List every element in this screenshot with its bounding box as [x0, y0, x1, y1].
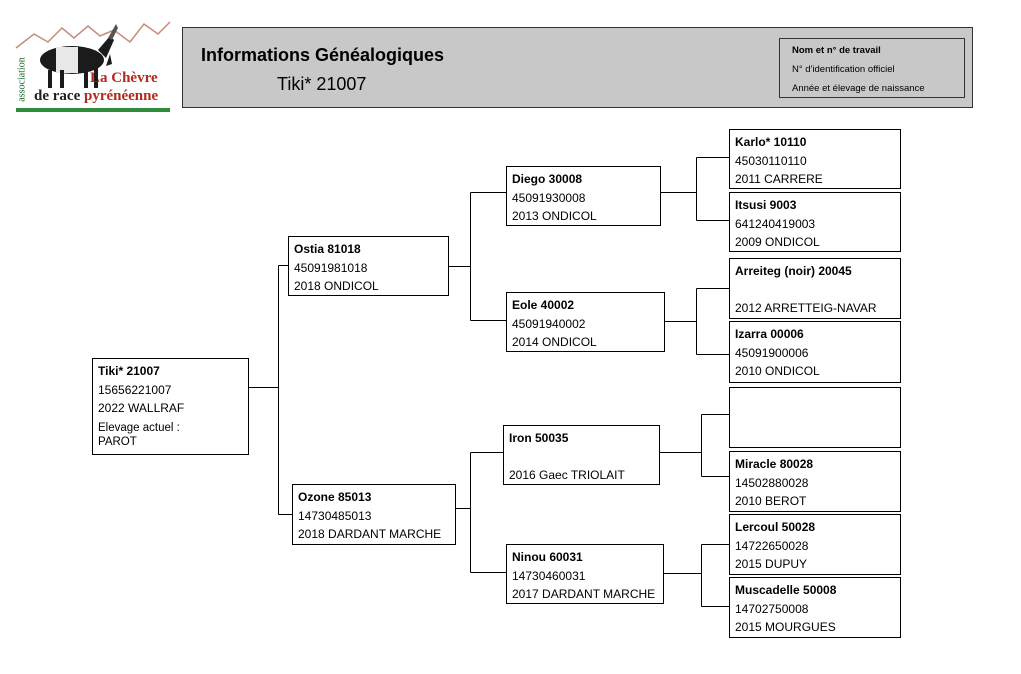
great-grandparent-card: Karlo* 10110 45030110110 2011 CARRERE [729, 129, 901, 189]
logo-green-bar [16, 108, 170, 112]
dam-name: Ozone 85013 [298, 490, 372, 504]
great-grandparent-birth: 2015 DUPUY [735, 557, 808, 571]
dam-card: Ozone 85013 14730485013 2018 DARDANT MAR… [292, 484, 456, 545]
great-grandparent-id: 14722650028 [735, 538, 809, 553]
grandparent-name: Ninou 60031 [512, 550, 583, 564]
grandparent-card: Ninou 60031 14730460031 2017 DARDANT MAR… [506, 544, 664, 604]
great-grandparent-birth: 2015 MOURGUES [735, 620, 836, 634]
grandparent-card: Diego 30008 45091930008 2013 ONDICOL [506, 166, 661, 226]
great-grandparent-id: 14502880028 [735, 475, 809, 490]
page-header: Informations Généalogiques Tiki* 21007 N… [182, 27, 973, 108]
grandparent-birth: 2017 DARDANT MARCHE [512, 587, 656, 601]
legend-box: Nom et n° de travail N° d'identification… [779, 38, 965, 98]
logo-title-line2a: de race [34, 88, 81, 104]
great-grandparent-card: Izarra 00006 45091900006 2010 ONDICOL [729, 321, 901, 383]
great-grandparent-id [735, 281, 900, 300]
grandparent-id: 14730460031 [512, 568, 586, 583]
subject-birth: 2022 WALLRAF [98, 401, 185, 415]
grandparent-card: Iron 50035 2016 Gaec TRIOLAIT [503, 425, 660, 485]
great-grandparent-id: 14702750008 [735, 601, 809, 616]
grandparent-birth: 2014 ONDICOL [512, 335, 597, 349]
great-grandparent-id [735, 391, 900, 410]
great-grandparent-name: Arreiteg (noir) 20045 [735, 264, 852, 278]
great-grandparent-card: Lercoul 50028 14722650028 2015 DUPUY [729, 514, 901, 575]
sire-birth: 2018 ONDICOL [294, 279, 379, 293]
great-grandparent-name: Karlo* 10110 [735, 135, 807, 149]
great-grandparent-birth: 2012 ARRETTEIG-NAVAR [735, 301, 877, 315]
legend-line-name: Nom et n° de travail [792, 45, 881, 56]
association-logo: association La Chèvre de race pyrénéenne [14, 20, 172, 114]
grandparent-birth: 2013 ONDICOL [512, 209, 597, 223]
great-grandparent-birth: 2010 BEROT [735, 494, 807, 508]
logo-title-line2b: pyrénéenne [83, 88, 159, 104]
great-grandparent-card-empty [729, 387, 901, 448]
subject-card: Tiki* 21007 15656221007 2022 WALLRAF Ele… [92, 358, 249, 455]
great-grandparent-card: Miracle 80028 14502880028 2010 BEROT [729, 451, 901, 512]
logo-title-line2: de race pyrénéenne [34, 88, 158, 105]
legend-line-id: N° d'identification officiel [792, 64, 895, 75]
subject-name: Tiki* 21007 [98, 364, 160, 378]
great-grandparent-id: 45091900006 [735, 345, 809, 360]
great-grandparent-birth: 2010 ONDICOL [735, 364, 820, 378]
page-title: Informations Généalogiques [201, 45, 445, 65]
current-farm-label: Elevage actuel : [98, 421, 180, 434]
great-grandparent-birth [735, 410, 900, 429]
great-grandparent-card: Itsusi 9003 641240419003 2009 ONDICOL [729, 192, 901, 252]
great-grandparent-id: 45030110110 [735, 153, 807, 168]
current-farm-value: PAROT [98, 435, 137, 448]
legend-line-birth: Année et élevage de naissance [792, 83, 925, 94]
great-grandparent-card: Arreiteg (noir) 20045 2012 ARRETTEIG-NAV… [729, 258, 901, 319]
goat-logo-icon [15, 21, 171, 88]
great-grandparent-name: Itsusi 9003 [735, 198, 797, 212]
dam-birth: 2018 DARDANT MARCHE [298, 527, 442, 541]
sire-card: Ostia 81018 45091981018 2018 ONDICOL [288, 236, 449, 296]
great-grandparent-birth: 2011 CARRERE [735, 172, 823, 186]
grandparent-id: 45091940002 [512, 316, 586, 331]
page-subtitle: Tiki* 21007 [277, 74, 367, 94]
grandparent-id: 45091930008 [512, 190, 586, 205]
grandparent-name: Iron 50035 [509, 431, 569, 445]
great-grandparent-name: Muscadelle 50008 [735, 583, 837, 597]
dam-id: 14730485013 [298, 508, 372, 523]
great-grandparent-name: Izarra 00006 [735, 327, 804, 341]
grandparent-id [509, 448, 659, 467]
logo-title-line1: La Chèvre [90, 70, 158, 86]
great-grandparent-card: Muscadelle 50008 14702750008 2015 MOURGU… [729, 577, 901, 638]
great-grandparent-birth: 2009 ONDICOL [735, 235, 820, 249]
subject-id: 15656221007 [98, 382, 172, 397]
great-grandparent-name: Miracle 80028 [735, 457, 814, 471]
grandparent-birth: 2016 Gaec TRIOLAIT [509, 468, 625, 482]
grandparent-name: Diego 30008 [512, 172, 583, 186]
grandparent-card: Eole 40002 45091940002 2014 ONDICOL [506, 292, 665, 352]
great-grandparent-name: Lercoul 50028 [735, 520, 816, 534]
grandparent-name: Eole 40002 [512, 298, 575, 312]
sire-name: Ostia 81018 [294, 242, 361, 256]
sire-id: 45091981018 [294, 260, 368, 275]
subject-current-farm: Elevage actuel : PAROT [98, 421, 248, 449]
great-grandparent-id: 641240419003 [735, 216, 816, 231]
